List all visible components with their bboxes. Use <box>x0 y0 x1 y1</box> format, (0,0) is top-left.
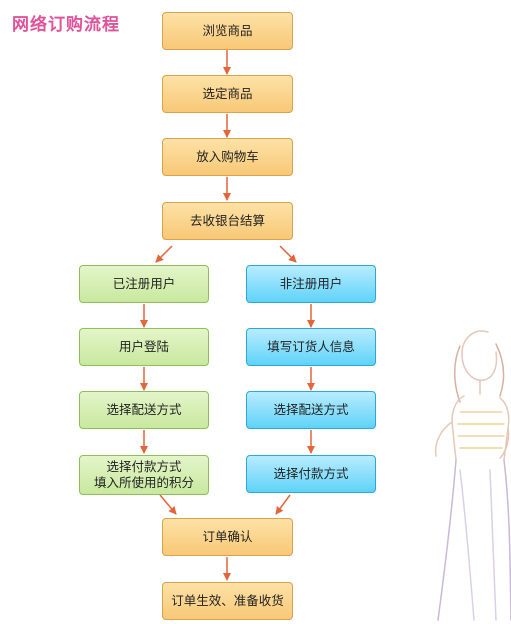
node-guest-payment: 选择付款方式 <box>246 455 376 493</box>
node-registered-payment: 选择付款方式 填入所使用的积分 <box>79 455 209 495</box>
arrow-reg-payment-confirm <box>159 494 177 515</box>
node-add-to-cart: 放入购物车 <box>162 138 293 176</box>
node-guest-fill-info: 填写订货人信息 <box>246 328 376 366</box>
node-order-finish: 订单生效、准备收货 <box>162 582 293 620</box>
arrow-checkout-guest <box>279 245 297 263</box>
node-registered-user: 已注册用户 <box>79 265 209 303</box>
node-guest-delivery: 选择配送方式 <box>246 391 376 429</box>
node-user-login: 用户登陆 <box>79 328 209 366</box>
node-checkout: 去收银台结算 <box>162 202 293 240</box>
node-order-confirm: 订单确认 <box>162 518 293 556</box>
node-guest-user: 非注册用户 <box>246 265 376 303</box>
woman-illustration <box>434 330 511 621</box>
diagram-title: 网络订购流程 <box>12 15 120 35</box>
arrow-guest-payment-confirm <box>275 494 291 515</box>
node-registered-delivery: 选择配送方式 <box>79 391 209 429</box>
node-browse-products: 浏览商品 <box>162 12 293 50</box>
node-select-products: 选定商品 <box>162 75 293 113</box>
arrow-checkout-registered <box>155 245 173 263</box>
